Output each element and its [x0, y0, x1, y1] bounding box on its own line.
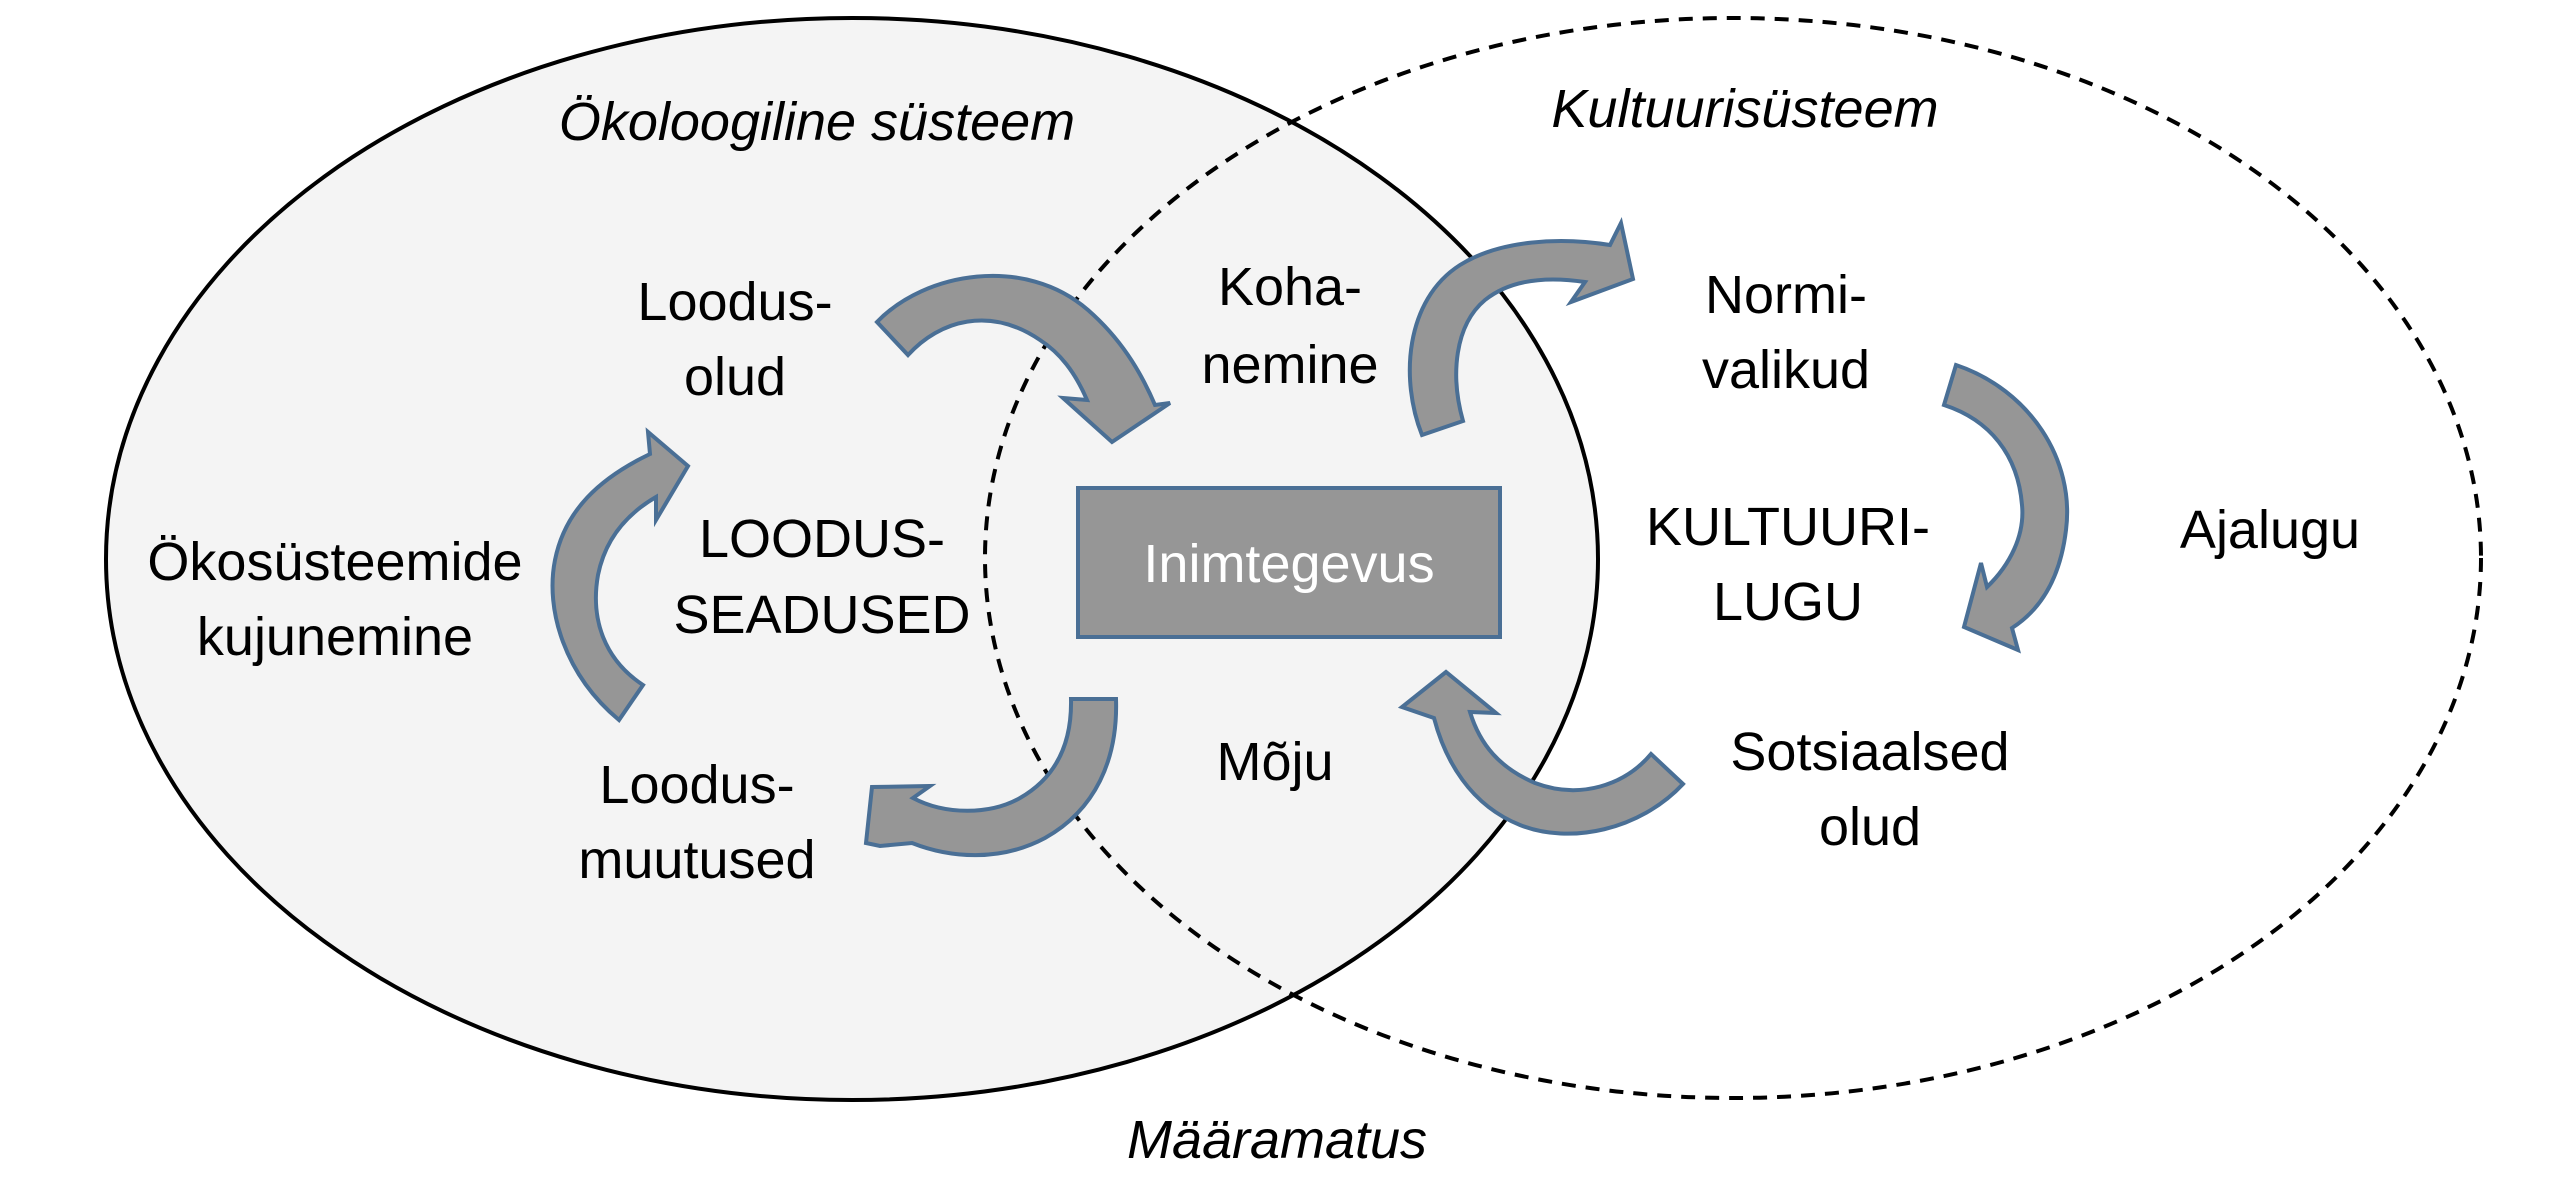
sotsiaalsed-label-line1: Sotsiaalsed: [1730, 722, 2009, 782]
inimtegevus-label: Inimtegevus: [1143, 534, 1434, 594]
normivalikud-label-line2: valikud: [1702, 340, 1870, 400]
kohanemine-label-line1: Koha-: [1218, 257, 1362, 317]
curved-arrow-icon: [874, 273, 1172, 445]
okosusteemide-label-line1: Ökosüsteemide: [147, 532, 522, 592]
uncertainty-label: Määramatus: [1127, 1110, 1427, 1170]
loodusseadused-label-line1: LOODUS-: [699, 509, 945, 569]
curved-arrow-icon: [1407, 217, 1636, 438]
ecological-system-ellipse: [104, 16, 1600, 1102]
sotsiaalsed-label-line2: olud: [1819, 797, 1921, 857]
loodusmuutused-label-line2: muutused: [578, 830, 815, 890]
cultural-system-title: Kultuurisüsteem: [1551, 79, 1938, 139]
curved-arrow-icon: [1397, 669, 1686, 836]
center-box: Inimtegevus: [1076, 486, 1502, 639]
moju-label: Mõju: [1216, 732, 1333, 792]
kultuurilugu-label-line2: LUGU: [1713, 572, 1863, 632]
cultural-system-ellipse: [983, 16, 2483, 1100]
loodusolud-label-line2: olud: [684, 347, 786, 407]
curved-arrow-icon: [1941, 362, 2070, 654]
okosusteemide-label-line2: kujunemine: [197, 607, 473, 667]
kultuurilugu-label-line1: KULTUURI-: [1646, 497, 1930, 557]
loodusmuutused-label-line1: Loodus-: [599, 755, 794, 815]
loodusolud-label-line1: Loodus-: [637, 272, 832, 332]
loodusseadused-label-line2: SEADUSED: [673, 585, 970, 645]
inimtegevus-box: [1076, 486, 1502, 639]
kohanemine-label-line2: nemine: [1201, 335, 1378, 395]
ajalugu-label: Ajalugu: [2180, 500, 2360, 560]
curved-arrow-icon: [550, 427, 691, 723]
ecological-system-title: Ökoloogiline süsteem: [559, 92, 1075, 152]
normivalikud-label-line1: Normi-: [1705, 265, 1867, 325]
curved-arrow-icon: [863, 697, 1119, 858]
